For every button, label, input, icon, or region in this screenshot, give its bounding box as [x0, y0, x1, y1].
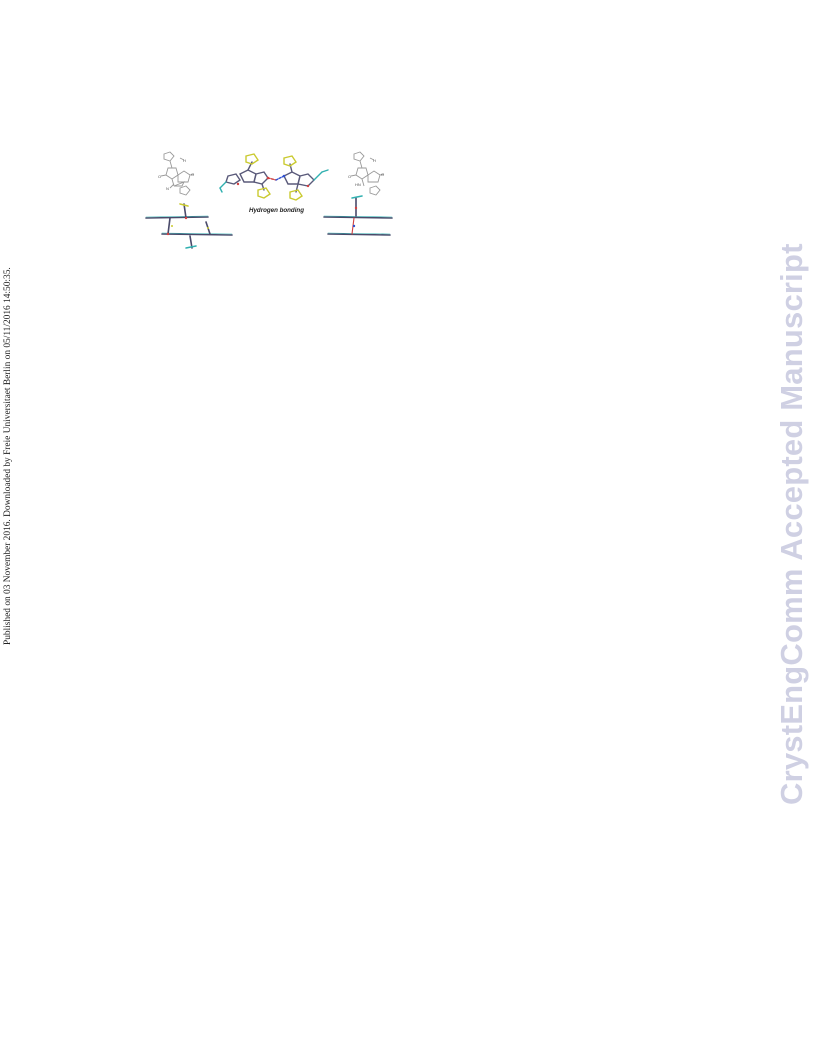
toc-graphic: H O O N H O O HN: [128, 146, 404, 254]
right-chemical-structure: [350, 151, 385, 196]
svg-text:H: H: [373, 158, 376, 163]
left-stacking-view: [145, 203, 233, 249]
molecular-structure-graphic: H O O N H O O HN: [145, 151, 393, 249]
publication-sidenote: Published on 03 November 2016. Downloade…: [3, 267, 13, 645]
svg-text:H: H: [183, 158, 186, 163]
accepted-manuscript-watermark: CrystEngComm Accepted Manuscript: [774, 243, 809, 805]
right-stacking-view: [323, 195, 393, 236]
hydrogen-bonding-label: Hydrogen bonding: [249, 207, 304, 214]
svg-text:O: O: [381, 172, 384, 177]
svg-text:O: O: [158, 174, 161, 179]
hydrogen-bonded-dimer: [219, 153, 329, 201]
svg-text:O: O: [348, 174, 351, 179]
svg-text:HN: HN: [355, 182, 361, 187]
left-chemical-structure: [160, 151, 195, 196]
svg-text:N: N: [166, 186, 169, 191]
svg-text:O: O: [191, 172, 194, 177]
